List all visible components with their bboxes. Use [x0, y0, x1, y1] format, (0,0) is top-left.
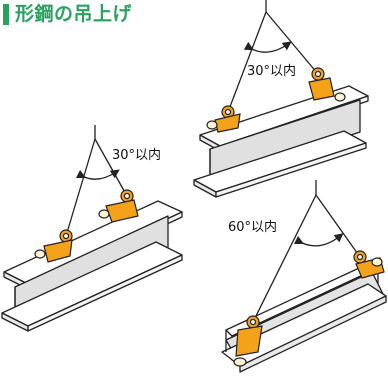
lifting-clamp — [233, 315, 263, 367]
channel-beam — [221, 261, 387, 373]
lifting-clamp — [308, 67, 346, 102]
angle-label: 60°以内 — [228, 219, 277, 235]
angle-arc — [75, 169, 120, 180]
diagram-left: 30°以内 — [1, 125, 183, 332]
angle-arc — [243, 41, 292, 53]
lifting-clamp — [353, 250, 385, 279]
diagram-top-right: 30°以内 — [193, 0, 369, 198]
diagram-bottom-right: 60°以内 — [221, 180, 387, 373]
sling-wires — [65, 125, 128, 237]
angle-label: 30°以内 — [112, 147, 161, 163]
title-marker — [3, 4, 9, 25]
angle-label: 30°以内 — [247, 63, 296, 79]
lifting-clamp — [98, 189, 139, 223]
page-title: 形鋼の吊上げ — [15, 3, 133, 25]
sling-wires — [252, 180, 361, 323]
angle-arc — [293, 233, 344, 247]
lifting-clamp — [206, 105, 241, 133]
i-beam — [193, 85, 369, 198]
lifting-clamp — [34, 229, 73, 263]
i-beam — [1, 200, 183, 332]
sling-wires — [227, 0, 319, 113]
